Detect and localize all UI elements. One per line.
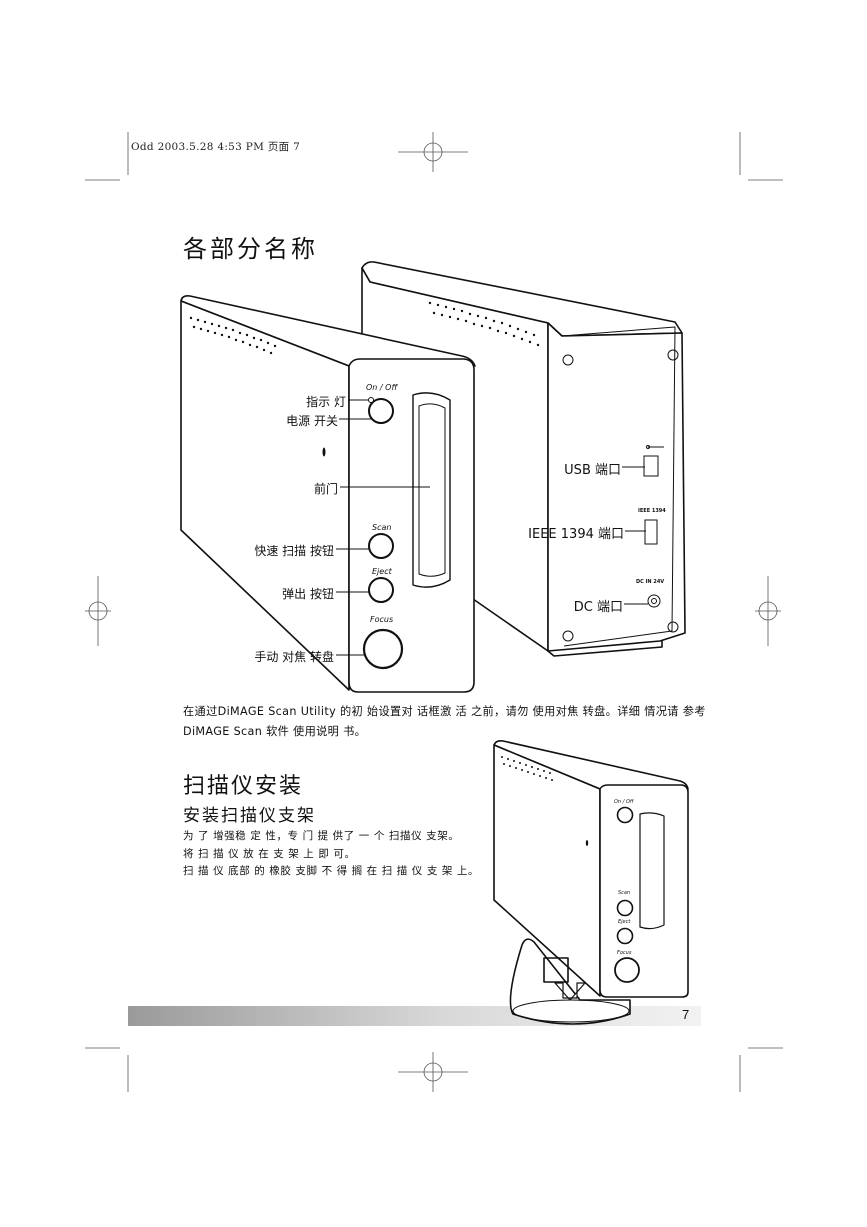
callout-ieee-port: IEEE 1394 端口 <box>528 527 624 542</box>
small-on-off-label: On / Off <box>614 799 634 805</box>
small-focus-label: Focus <box>617 950 632 956</box>
stand-line-3: 扫 描 仪 底部 的 橡胶 支脚 不 得 搁 在 扫 描 仪 支 架 上。 <box>183 865 480 877</box>
stand-instructions: 为 了 增强稳 定 性，专 门 提 供了 一 个 扫描仪 支架。 将 扫 描 仪… <box>183 828 479 881</box>
scanner-front-view <box>180 295 476 693</box>
eject-label: Eject <box>372 567 392 576</box>
page-number: 7 <box>682 1007 690 1022</box>
callout-indicator: 指示 灯 <box>306 395 346 409</box>
small-scan-label: Scan <box>618 890 631 896</box>
stand-line-1: 为 了 增强稳 定 性，专 门 提 供了 一 个 扫描仪 支架。 <box>183 830 460 842</box>
callout-dc-port: DC 端口 <box>573 600 623 615</box>
install-title: 扫描仪安装 <box>183 774 304 799</box>
callout-focus-dial: 手动 对焦 转盘 <box>254 650 334 664</box>
dc-small-label: DC IN 24V <box>636 579 665 585</box>
stand-line-2: 将 扫 描 仪 放 在 支 架 上 即 可。 <box>183 847 356 860</box>
focus-warning-paragraph: 在通过DiMAGE Scan Utility 的初 始设置对 话框激 活 之前，… <box>183 705 706 738</box>
small-eject-label: Eject <box>618 919 631 925</box>
callout-eject: 弹出 按钮 <box>282 587 334 601</box>
ieee-small-label: IEEE 1394 <box>638 508 666 514</box>
scanner-with-stand <box>493 740 689 1025</box>
on-off-label: On / Off <box>366 383 398 392</box>
stand-subtitle: 安装扫描仪支架 <box>183 806 316 826</box>
focus-label: Focus <box>370 615 394 624</box>
print-slug: Odd 2003.5.28 4:53 PM 页面 7 <box>131 141 301 153</box>
callout-quick-scan: 快速 扫描 按钮 <box>254 544 334 558</box>
section-title: 各部分名称 <box>183 235 318 263</box>
scan-label: Scan <box>372 523 392 532</box>
callout-usb-port: USB 端口 <box>564 463 621 478</box>
callout-front-door: 前门 <box>313 482 338 496</box>
callout-power-switch: 电源 开关 <box>286 414 338 428</box>
